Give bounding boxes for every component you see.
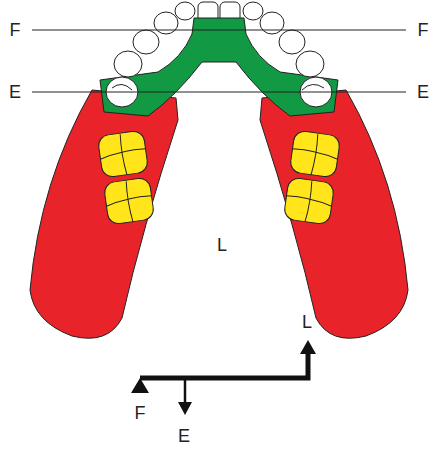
plane-label: F	[418, 21, 429, 39]
lingual-bar-connector	[100, 18, 338, 116]
reference-lines	[32, 30, 406, 92]
plane-label: E	[9, 83, 21, 101]
lever-label: L	[302, 313, 312, 331]
lever-diagram	[131, 340, 316, 415]
fulcrum-triangle	[131, 378, 149, 393]
lever-label: E	[178, 427, 190, 445]
lever-label: F	[135, 404, 146, 422]
plane-label: L	[217, 236, 227, 254]
arrow-head	[300, 340, 316, 354]
plane-label: F	[10, 21, 21, 39]
arrow-head	[178, 402, 192, 415]
plane-label: E	[417, 83, 429, 101]
natural-teeth-front	[106, 51, 332, 107]
